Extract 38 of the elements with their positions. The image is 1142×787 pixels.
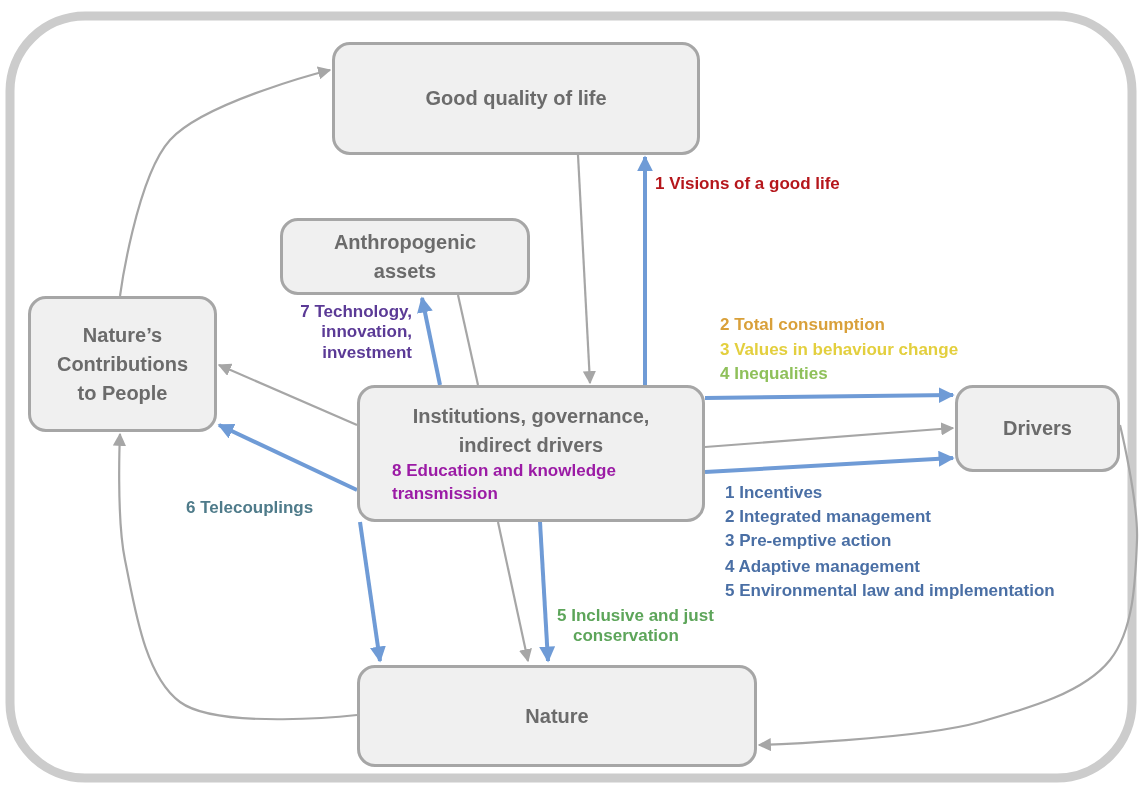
edge-label: 1 Visions of a good life [655,174,840,195]
annotation-text: 3 Pre-emptive action [725,531,892,551]
connector-line [456,294,480,386]
annotation-text: 4 Adaptive management [725,557,920,577]
arrow [576,154,596,385]
arrow [704,387,955,404]
arrow [496,521,532,663]
arrow [757,424,1139,752]
node-title: Nature [525,703,589,729]
annotation-text: 1 Incentives [725,483,823,503]
annotation-text: 2 Integrated management [725,507,931,527]
arrow [637,155,653,385]
arrow [704,450,955,474]
node-title: Nature’s Contributions to People [55,322,190,406]
arrow [417,296,442,386]
outcome-box [332,42,700,155]
contributions-box [28,296,217,432]
arrow [358,521,386,663]
node-note: 8 Education and knowledge transmission [392,460,617,505]
institutions-box [357,385,705,522]
node-title: Anthropogenic assets [333,229,477,284]
arrow [118,66,332,297]
annotation-text: 3 Values in behaviour change [720,340,959,360]
edge-label: 6 Telecouplings [186,498,314,519]
arrow [112,432,358,721]
arrow [704,422,955,449]
annotation-text: 2 Total consumption [720,315,885,335]
annotation-text: 4 Inequalities [720,364,828,384]
nature-box [357,665,757,767]
assets-box [280,218,530,295]
node-title: Drivers [1003,416,1072,441]
arrow [217,423,358,492]
arrow [538,521,556,663]
annotation-text: 5 Environmental law and implementation [725,581,1055,601]
drivers-box [955,385,1120,472]
node-title: Good quality of life [425,86,607,111]
node-title: Institutions, governance, indirect drivers [411,404,651,459]
arrow [217,363,358,426]
